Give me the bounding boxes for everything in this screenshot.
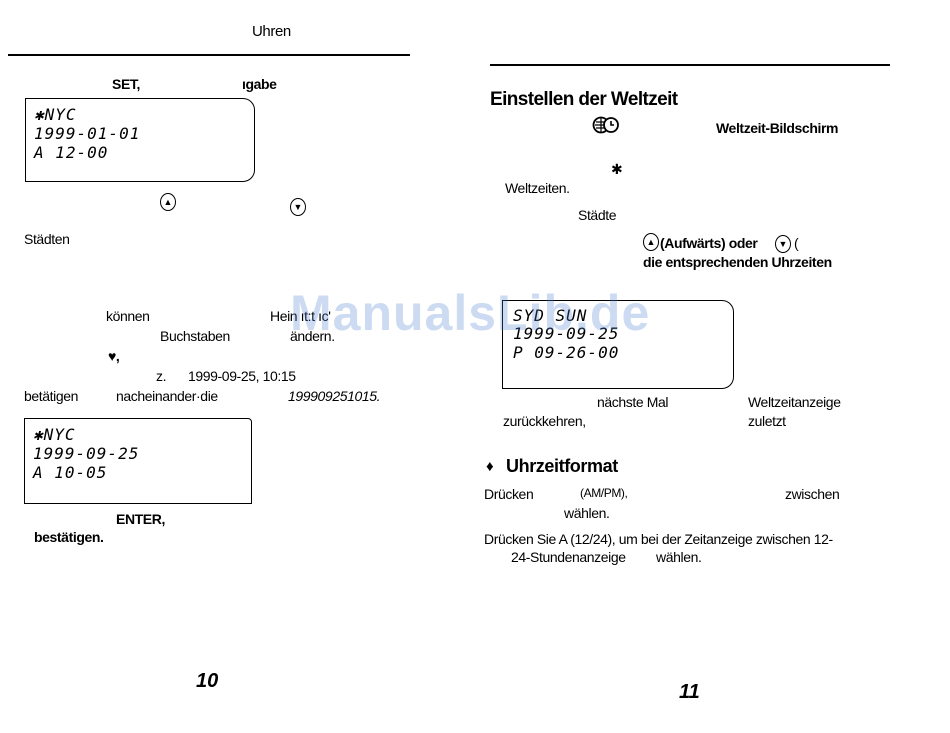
set-key-label: SET, xyxy=(112,76,140,92)
lcd-city: SYD SUN xyxy=(513,306,588,325)
text-fragment: die entsprechenden Uhrzeiten xyxy=(643,254,832,270)
text-fragment: zuletzt xyxy=(748,413,786,429)
lcd-date: 1999-01-01 xyxy=(34,124,141,143)
text-fragment: ( xyxy=(794,235,799,251)
text-fragment: nächste Mal xyxy=(597,394,669,410)
header-rule xyxy=(8,54,410,56)
lcd-display-1: ✱NYC 1999-01-01 A 12-00 xyxy=(25,98,255,182)
text-fragment: betätigen xyxy=(24,388,79,404)
lcd-city: ✱NYC xyxy=(34,105,77,124)
text-fragment: zwischen xyxy=(785,486,840,502)
header-rule xyxy=(490,64,890,66)
text-fragment: wählen. xyxy=(656,549,702,565)
lcd-time: P 09-26-00 xyxy=(513,343,620,362)
lcd-city: ✱NYC xyxy=(33,425,76,444)
lcd-date: 1999-09-25 xyxy=(513,324,620,343)
text-fragment: Drücken xyxy=(484,486,534,502)
text-fragment: ändern. xyxy=(290,328,335,344)
watermark: ManualsLib.de xyxy=(290,285,651,341)
text-fragment: können xyxy=(106,308,150,324)
text-fragment: bestätigen. xyxy=(34,529,104,545)
text-fragment: Weltzeitanzeige xyxy=(748,394,841,410)
down-button-icon: ▼ xyxy=(775,235,791,253)
up-button-icon: ▲ xyxy=(160,193,176,211)
asterisk-icon: ✱ xyxy=(611,161,623,177)
text-fragment: ıgabe xyxy=(242,76,277,92)
enter-key-label: ENTER, xyxy=(116,511,165,527)
section-heading: Einstellen der Weltzeit xyxy=(490,89,678,110)
text-fragment: 24-Stundenanzeige xyxy=(511,549,626,565)
text-fragment: z. xyxy=(156,368,167,384)
up-button-icon: ▲ xyxy=(643,233,659,251)
text-fragment: Weltzeit-Bildschirm xyxy=(716,120,839,136)
down-button-icon: ▼ xyxy=(290,198,306,216)
lcd-time: A 12-00 xyxy=(34,143,109,162)
page-header: Uhren xyxy=(252,23,291,40)
text-line: Drücken Sie A (12/24), um bei der Zeitan… xyxy=(484,531,833,547)
text-fragment: wählen. xyxy=(564,505,610,521)
text-fragment: Hein ıt:t ıc' xyxy=(270,308,331,324)
lcd-display-3: SYD SUN 1999-09-25 P 09-26-00 xyxy=(502,300,734,389)
lcd-display-2: ✱NYC 1999-09-25 A 10-05 xyxy=(24,418,252,504)
example-digits: 199909251015. xyxy=(288,388,381,404)
diamond-bullet-icon: ♦ xyxy=(486,458,494,475)
page-number: 10 xyxy=(196,670,219,692)
text-fragment: Städten xyxy=(24,231,70,247)
section-heading: Uhrzeitformat xyxy=(506,456,618,476)
lcd-date: 1999-09-25 xyxy=(33,444,140,463)
lcd-time: A 10-05 xyxy=(33,463,108,482)
text-fragment: (Aufwärts) oder xyxy=(660,235,758,251)
world-time-key-icon xyxy=(592,116,619,134)
text-fragment: Buchstaben xyxy=(160,328,230,344)
example-datetime: 1999-09-25, 10:15 xyxy=(188,368,296,384)
text-fragment: nacheinander·die xyxy=(116,388,218,404)
text-fragment: Weltzeiten. xyxy=(505,180,570,196)
text-fragment: zurückkehren, xyxy=(503,413,586,429)
page-number: 11 xyxy=(679,681,700,703)
ampm-key-label: (AM/PM), xyxy=(580,486,628,500)
heart-key-icon: ♥, xyxy=(108,348,120,364)
text-fragment: Städte xyxy=(578,207,617,223)
